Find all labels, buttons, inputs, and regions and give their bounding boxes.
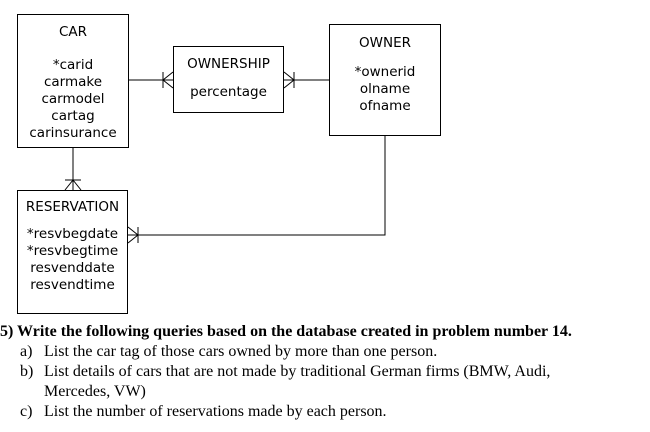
car-attribute: carmake [43,74,103,90]
car-attribute: *carid [52,57,94,73]
question-text: List the number of reservations made by … [44,403,387,420]
relationship-lines [64,71,386,244]
car-entity: CAR *carid carmake carmodel cartag carin… [17,14,129,148]
question-label: b) [20,363,34,380]
owner-ownership-crowfoot-top [283,71,295,81]
question-text: List the car tag of those cars owned by … [44,343,438,360]
reservation-attribute: *resvbegdate [26,226,119,242]
car-reservation-crowfoot-right [72,179,82,191]
car-attribute: carinsurance [29,125,117,141]
question-item: b) List details of cars that are not mad… [0,362,650,402]
owner-reservation-crowfoot-top [127,226,139,236]
question-item: a) List the car tag of those cars owned … [0,342,650,362]
ownership-entity-title: OWNERSHIP [187,56,270,72]
owner-attribute: *ownerid [354,64,416,80]
question-text-continued: Mercedes, VW) [44,383,146,400]
ownership-attribute: percentage [190,84,267,100]
car-entity-title: CAR [58,24,88,40]
owner-reservation-line [128,136,386,236]
car-ownership-crowfoot-top [162,71,174,81]
owner-entity: OWNER *ownerid olname ofname [329,24,441,136]
question-text: List details of cars that are not made b… [44,363,551,380]
owner-reservation-crowfoot-bottom [127,234,139,244]
reservation-entity: RESERVATION *resvbegdate *resvbegtime re… [17,190,128,314]
owner-attribute: olname [359,81,411,97]
question-label: c) [20,403,33,420]
question-label: a) [20,343,33,360]
car-ownership-crowfoot-bottom [162,79,174,89]
ownership-entity: OWNERSHIP percentage [173,46,284,113]
car-reservation-crowfoot-left [64,179,74,191]
reservation-attribute: *resvbegtime [26,243,119,259]
reservation-entity-title: RESERVATION [25,199,120,215]
question-header: 5) Write the following queries based on … [0,323,572,340]
questions-section: 5) Write the following queries based on … [0,322,650,422]
owner-attribute: ofname [359,98,411,114]
reservation-attribute: resvenddate [30,260,115,276]
car-attribute: cartag [51,108,95,124]
reservation-attribute: resvendtime [30,277,115,293]
question-item: c) List the number of reservations made … [0,402,650,422]
owner-ownership-crowfoot-bottom [283,79,295,89]
car-attribute: carmodel [41,91,105,107]
owner-entity-title: OWNER [359,35,411,51]
